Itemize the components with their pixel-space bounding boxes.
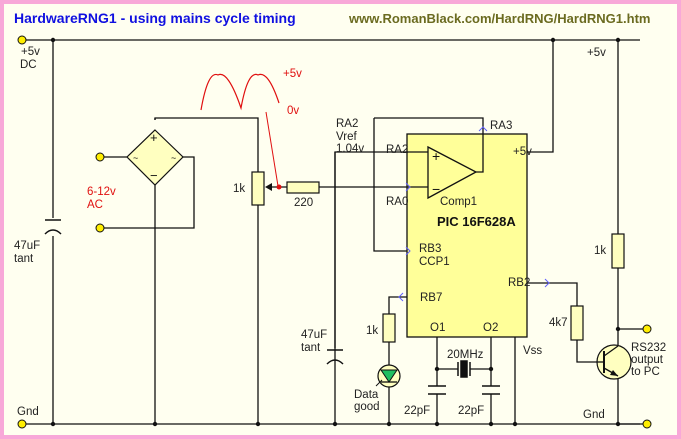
- pin-o2: O2: [483, 322, 499, 334]
- pot-wiper: [265, 183, 272, 191]
- label-cap-c2: 22pF: [458, 405, 485, 417]
- svg-text:−: −: [432, 181, 440, 197]
- terminal-rs232: [642, 324, 652, 334]
- label-led-1: Data: [354, 389, 379, 401]
- waveform-pointer: [265, 111, 279, 187]
- pot-1k: [251, 171, 265, 206]
- pin-vss: Vss: [523, 345, 543, 357]
- bridge-rectifier: [126, 129, 184, 186]
- label-ra2vref-1: RA2: [336, 118, 359, 130]
- label-wave-top: +5v: [283, 68, 302, 80]
- svg-text:+: +: [150, 130, 158, 145]
- resistor-pullup: [611, 233, 625, 269]
- pin-ra2: RA2: [386, 144, 409, 156]
- label-ac-voltage: 6-12v: [87, 186, 116, 198]
- label-cap1-type: tant: [14, 253, 34, 265]
- label-rail-right: +5v: [587, 47, 606, 59]
- resistor-led: [382, 313, 396, 343]
- terminal-5v: [17, 35, 27, 45]
- label-rs232-2: output: [631, 354, 663, 366]
- comparator: [427, 145, 478, 200]
- label-pullup: 1k: [594, 245, 607, 257]
- source-url: www.RomanBlack.com/HardRNG/HardRNG1.htm: [349, 11, 651, 26]
- pin-rb2: RB2: [508, 277, 531, 289]
- label-cap2-value: 47uF: [301, 329, 328, 341]
- svg-text:+: +: [432, 148, 440, 164]
- label-rs232-1: RS232: [631, 342, 667, 354]
- label-chip: PIC 16F628A: [437, 214, 516, 229]
- label-led-2: good: [354, 401, 380, 413]
- pic-chip: [406, 133, 528, 338]
- label-ra2vref-3: 1.04v: [336, 143, 365, 155]
- pin-o1: O1: [430, 322, 446, 334]
- schematic-canvas: [4, 4, 677, 435]
- pin-rb3: RB3: [419, 243, 442, 255]
- label-ra2vref-2: Vref: [336, 131, 357, 143]
- pin-5v: +5v: [513, 146, 532, 158]
- label-wave-bottom: 0v: [287, 105, 300, 117]
- label-pot: 1k: [233, 183, 246, 195]
- resistor-220: [286, 181, 320, 194]
- label-comp1: Comp1: [440, 196, 478, 208]
- label-cap-c1: 22pF: [404, 405, 431, 417]
- label-cap2-type: tant: [301, 342, 321, 354]
- label-dc: DC: [20, 59, 37, 71]
- terminal-gnd: [17, 419, 27, 429]
- label-crystal: 20MHz: [447, 349, 484, 361]
- cap1-plate-curved: [44, 229, 62, 235]
- pin-ra0: RA0: [386, 196, 409, 208]
- terminal-ac1: [95, 152, 105, 162]
- svg-text:~: ~: [133, 153, 138, 163]
- pin-rb7: RB7: [420, 292, 443, 304]
- svg-text:−: −: [150, 168, 158, 183]
- label-base-res: 4k7: [549, 317, 568, 329]
- label-rs232-3: to PC: [631, 366, 660, 378]
- pin-ccp1: CCP1: [419, 256, 450, 268]
- terminal-gnd-right: [642, 419, 652, 429]
- label-ac: AC: [87, 199, 103, 211]
- resistor-4k7: [570, 305, 584, 341]
- waveform: [200, 73, 280, 111]
- label-gnd-right: Gnd: [583, 409, 605, 421]
- label-supply: +5v: [21, 46, 40, 58]
- label-220: 220: [294, 197, 314, 209]
- page-title: HardwareRNG1 - using mains cycle timing: [14, 10, 296, 26]
- svg-text:~: ~: [171, 153, 176, 163]
- terminal-ac2: [95, 223, 105, 233]
- label-cap1-value: 47uF: [14, 240, 41, 252]
- label-led-res: 1k: [366, 325, 379, 337]
- pin-ra3: RA3: [490, 120, 513, 132]
- label-gnd-left: Gnd: [17, 406, 39, 418]
